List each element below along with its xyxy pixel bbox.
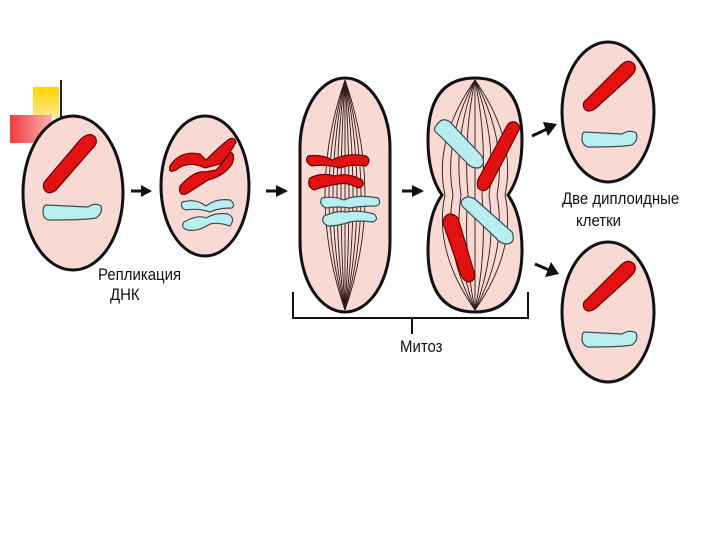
- chromosome-red: [582, 60, 636, 112]
- cell-anaphase: [426, 76, 524, 314]
- chromosome-blue: [581, 130, 638, 148]
- chromosome-blue-metaphase: [320, 195, 381, 227]
- chromosome-blue-upper: [433, 119, 484, 169]
- chromosome-blue-duplicated: [180, 199, 235, 231]
- chromosome-blue: [42, 203, 103, 221]
- accent-yellow-square: [33, 87, 59, 117]
- arrow-right-icon: [402, 185, 424, 197]
- chromosome-red-lower: [442, 213, 475, 283]
- arrow-right-icon: [131, 185, 152, 197]
- arrow-down-right-icon: [534, 262, 559, 277]
- daughter-cell-upper: [560, 40, 656, 184]
- arrow-right-icon: [266, 185, 288, 197]
- chromosome-red-upper: [476, 121, 521, 192]
- result-label-line1: Две диплоидные: [562, 189, 680, 208]
- cell-replicated: [159, 114, 251, 258]
- daughter-cell-lower: [560, 240, 656, 384]
- chromosome-red: [42, 134, 97, 194]
- arrow-up-right-icon: [531, 122, 557, 138]
- replication-label-line1: Репликация: [98, 265, 182, 284]
- cell-metaphase: [298, 76, 392, 314]
- chromosome-blue: [581, 330, 638, 348]
- mitosis-label: Митоз: [400, 337, 443, 356]
- cell-interphase: [21, 114, 125, 272]
- replication-label-line2: ДНК: [110, 285, 140, 304]
- mitosis-bracket: [292, 292, 529, 334]
- spindle-fibers: [324, 79, 366, 311]
- chromosome-red: [582, 260, 636, 312]
- chromosome-red-metaphase: [306, 154, 370, 191]
- chromosome-blue-lower: [460, 196, 514, 245]
- chromosome-red-duplicated: [169, 137, 237, 195]
- result-label-line2: клетки: [576, 211, 622, 230]
